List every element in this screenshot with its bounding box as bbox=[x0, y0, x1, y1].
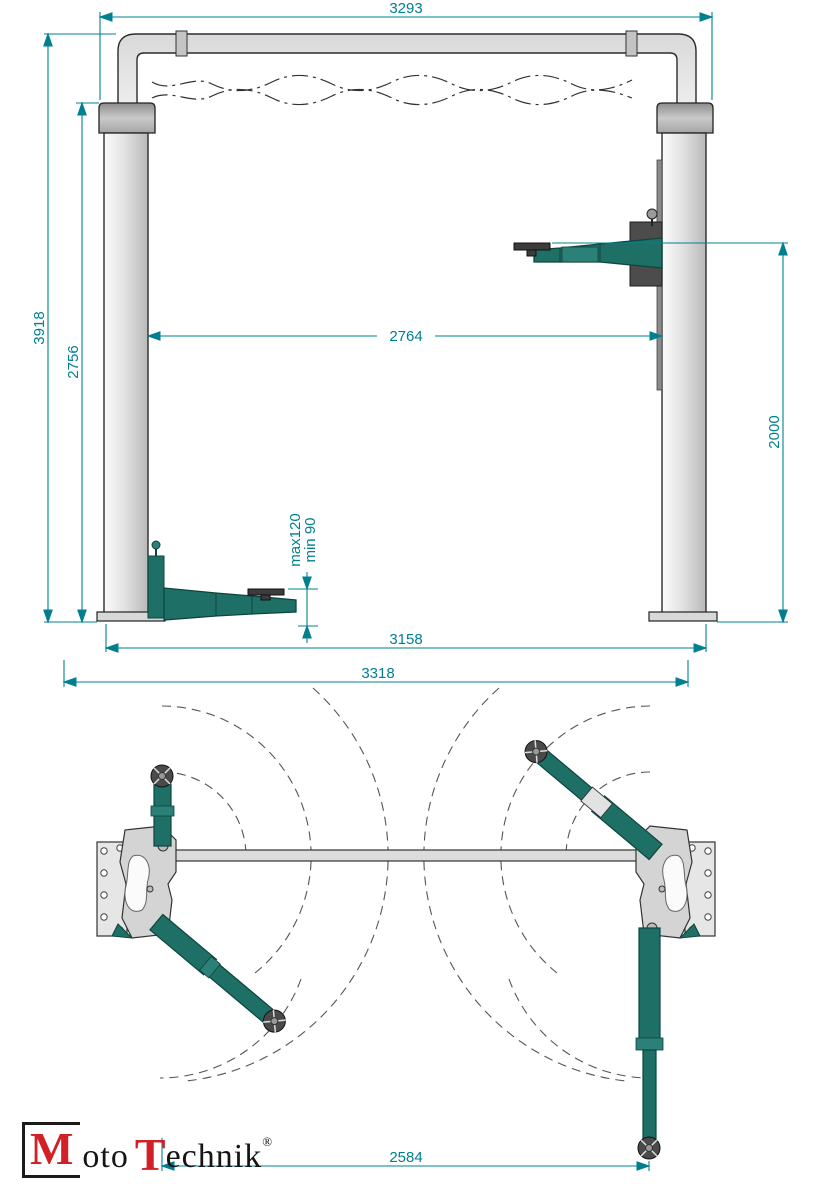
post-cap-left bbox=[98, 102, 156, 134]
crossbar-connector-right bbox=[625, 30, 638, 57]
dim-lift-height-label: 2000 bbox=[766, 415, 783, 448]
plan-view bbox=[96, 687, 716, 1160]
registered-trademark-icon: ® bbox=[262, 1134, 273, 1149]
post-cap-right bbox=[656, 102, 714, 134]
dimension-total-height: 3918 bbox=[31, 32, 116, 624]
dimension-overall-width: 3318 bbox=[62, 660, 690, 687]
swing-arm-left-rear bbox=[149, 913, 286, 1033]
front-dimensions: 3293 3918 2756 2764 2000 bbox=[31, 0, 788, 687]
post-left bbox=[103, 132, 149, 621]
lift-arm-raised bbox=[513, 208, 663, 287]
dim-top-width-label: 3293 bbox=[389, 0, 422, 17]
lift-pad-raised bbox=[513, 242, 551, 251]
dim-column-height-label: 2756 bbox=[65, 345, 82, 378]
dimension-top-width: 3293 bbox=[98, 0, 714, 100]
hose-wave-upper bbox=[151, 74, 633, 92]
dim-overall-width-label: 3318 bbox=[361, 665, 394, 682]
lift-arm-lowered bbox=[147, 540, 297, 621]
crossbar bbox=[117, 33, 697, 123]
dimension-column-height: 2756 bbox=[65, 101, 99, 624]
arm-lock-knob-left bbox=[151, 540, 161, 550]
base-plate-right bbox=[648, 611, 718, 622]
crossbar-connector-left bbox=[175, 30, 188, 57]
dim-arm-span-label: 2584 bbox=[389, 1149, 422, 1166]
swing-arm-right-front bbox=[524, 740, 663, 861]
logo-m-frame: M bbox=[22, 1122, 81, 1178]
arm-swing-arcs bbox=[159, 687, 651, 1082]
logo-text-echnik: echnik bbox=[165, 1138, 263, 1175]
dimension-lift-height: 2000 bbox=[552, 241, 788, 624]
front-elevation-view bbox=[96, 30, 718, 622]
dimension-arm-span: 2584 bbox=[160, 1138, 651, 1171]
swing-arm-right-rear bbox=[635, 927, 664, 1160]
dim-base-width-label: 3158 bbox=[389, 631, 422, 648]
logo-text-oto: oto bbox=[82, 1138, 129, 1175]
floor-beam bbox=[107, 849, 705, 862]
dim-pad-min-label: min 90 bbox=[302, 517, 319, 562]
post-right bbox=[661, 132, 707, 621]
lift-pad-lowered bbox=[247, 588, 285, 596]
logo-letter-m: M bbox=[30, 1123, 74, 1174]
dimension-clear-width: 2764 bbox=[146, 326, 664, 345]
logo-letter-t: T bbox=[134, 1129, 166, 1180]
plan-dimensions: 2584 bbox=[160, 1138, 651, 1171]
swing-arm-left-front bbox=[150, 764, 175, 847]
dimension-base-width: 3158 bbox=[104, 624, 708, 653]
dim-pad-max-label: max120 bbox=[287, 513, 304, 566]
dimension-pad-height: max120 min 90 bbox=[287, 513, 319, 643]
dim-total-height-label: 3918 bbox=[31, 311, 48, 344]
arm-lock-knob-right bbox=[646, 208, 658, 220]
dim-clear-width-label: 2764 bbox=[389, 328, 422, 345]
hose-wave-lower bbox=[151, 88, 633, 106]
